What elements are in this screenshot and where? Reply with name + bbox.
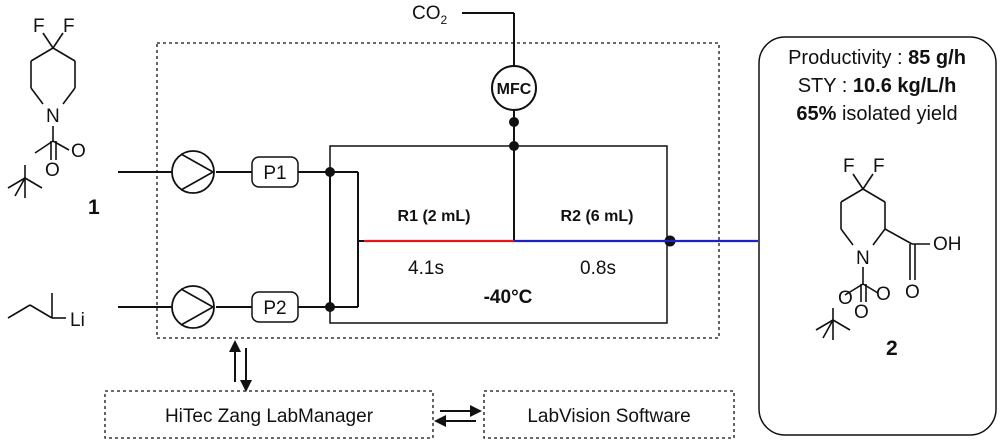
double-arrow-horizontal [434,405,482,427]
atom-o-1b: O [45,160,60,181]
atom-f-2b: F [873,156,885,177]
labmanager-box [104,390,434,439]
system-box [156,42,720,339]
atom-li: Li [70,310,85,331]
results-panel [758,36,997,436]
junction-dot-1 [325,167,335,177]
pump-1-icon [171,150,215,194]
atom-n-1: N [46,106,60,127]
reactor-r1-time: 4.1s [408,258,444,279]
reactor-r2-time: 0.8s [580,258,616,279]
pressure-sensor-p1: P1 [251,156,299,188]
junction-dot-2 [325,302,335,312]
compound-1-structure: F F N O O 1 [7,16,100,219]
atom-oh-2: OH [933,234,962,255]
atom-f-1a: F [33,16,45,37]
sty-line: STY : 10.6 kg/L/h [798,75,957,97]
atom-o-2a: O [905,282,920,303]
atom-o-2d: O [838,288,853,309]
atom-o-2c: O [876,284,891,305]
atom-f-1b: F [63,16,75,37]
reactor-r1-label: R1 (2 mL) [398,208,471,225]
atom-f-2a: F [843,156,855,177]
p2-label: P2 [263,298,286,319]
double-arrow-vertical [229,340,252,392]
compound-2-structure: F F N OH O O O O 2 [815,156,962,360]
pump-2-icon [171,285,215,329]
labmanager-label: HiTec Zang LabManager [165,406,374,427]
yield-line: 65% isolated yield [796,103,957,125]
sec-butyllithium-structure: Li [7,293,85,331]
atom-o-2b: O [854,302,869,323]
reactor-r2-label: R2 (6 mL) [561,208,634,225]
compound-2-number: 2 [886,337,898,360]
productivity-line: Productivity : 85 g/h [788,47,966,69]
atom-o-1a: O [71,141,86,162]
co2-label: CO2 [412,3,448,27]
mfc-label: MFC [497,81,532,98]
compound-1-number: 1 [88,196,100,219]
labvision-label: LabVision Software [527,406,690,427]
atom-n-2: N [856,248,870,269]
labvision-box [483,390,735,439]
p1-label: P1 [263,163,286,184]
pressure-sensor-p2: P2 [251,291,299,323]
temperature-label: -40°C [484,287,533,308]
